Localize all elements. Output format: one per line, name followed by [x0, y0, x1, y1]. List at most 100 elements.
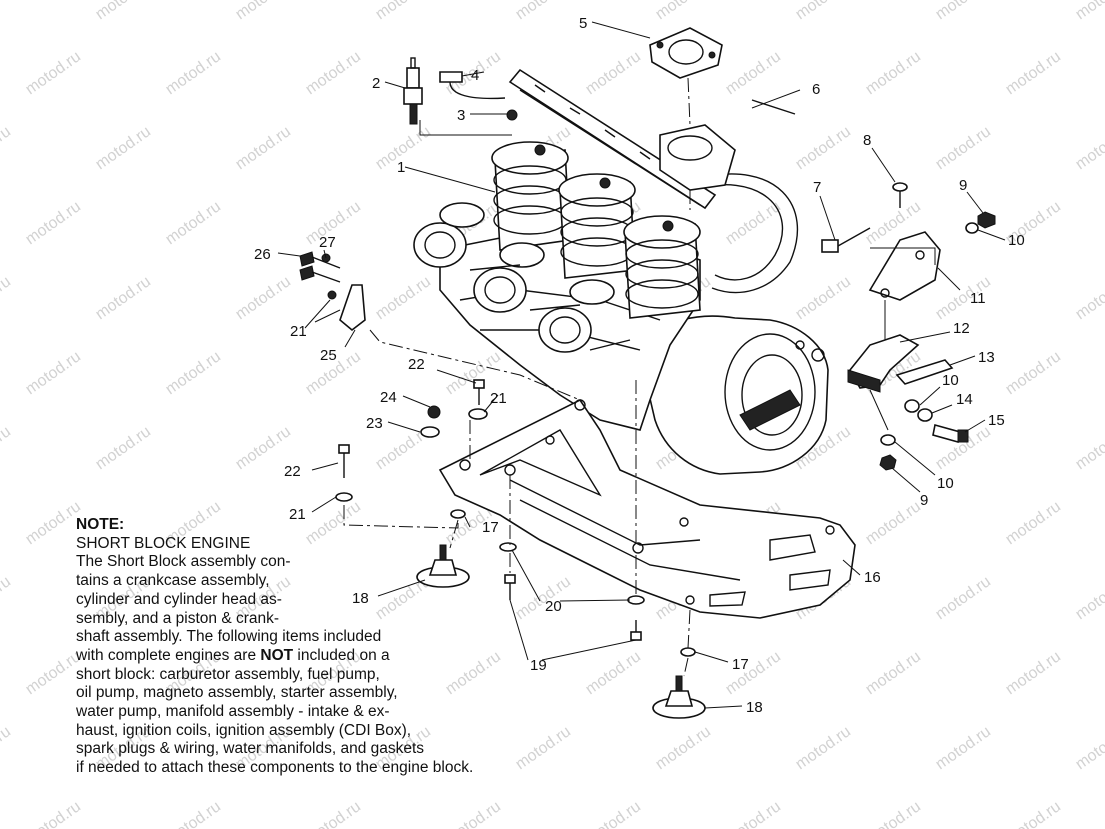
watermark-text: motod.ru — [23, 48, 84, 98]
watermark-text: motod.ru — [1073, 273, 1105, 323]
callout-15: 15 — [988, 412, 1005, 429]
watermark-text: motod.ru — [0, 573, 14, 623]
callout-1: 1 — [397, 159, 405, 176]
note-subtitle: SHORT BLOCK ENGINE — [76, 534, 251, 552]
mounting-plate — [438, 398, 856, 619]
note-line: with complete engines are NOT included o… — [76, 647, 566, 666]
note-line: shaft assembly. The following items incl… — [76, 628, 382, 646]
carburetor-set — [413, 202, 631, 353]
note-title: NOTE: — [76, 516, 125, 533]
watermark-text: motod.ru — [0, 723, 14, 773]
callout-23: 23 — [366, 415, 383, 432]
watermark-text: motod.ru — [1003, 348, 1064, 398]
watermark-text: motod.ru — [303, 798, 364, 829]
callout-4: 4 — [471, 67, 479, 84]
watermark-text: motod.ru — [723, 48, 784, 98]
watermark-text: motod.ru — [793, 123, 854, 173]
callout-5: 5 — [579, 15, 587, 32]
callout-14: 14 — [956, 391, 973, 408]
note-not-emphasis: NOT — [260, 646, 294, 664]
watermark-text: motod.ru — [793, 273, 854, 323]
callout-27: 27 — [319, 234, 336, 251]
callout-18: 18 — [352, 590, 369, 607]
engine-mount-bracket — [868, 231, 941, 301]
callout-labels: 5 6 2 4 3 1 7 8 9 10 11 12 13 10 14 15 1… — [254, 15, 1025, 716]
callout-21b: 21 — [490, 390, 507, 407]
callout-6: 6 — [812, 81, 820, 98]
watermark-text: motod.ru — [1003, 48, 1064, 98]
callout-17b: 17 — [732, 656, 749, 673]
watermark-text: motod.ru — [863, 798, 924, 829]
callout-9b: 9 — [920, 492, 928, 509]
watermark-text: motod.ru — [1003, 498, 1064, 548]
watermark-text: motod.ru — [163, 48, 224, 98]
note-line: tains a crankcase assembly, — [76, 572, 270, 590]
callout-26: 26 — [254, 246, 271, 263]
callout-17: 17 — [482, 519, 499, 536]
watermark-text: motod.ru — [163, 798, 224, 829]
watermark-text: motod.ru — [793, 723, 854, 773]
note-line: sembly, and a piston & crank- — [76, 609, 280, 627]
callout-10b: 10 — [942, 372, 959, 389]
callout-13: 13 — [978, 349, 995, 366]
watermark-text: motod.ru — [93, 273, 154, 323]
note-line: water pump, manifold assembly - intake &… — [76, 703, 390, 721]
watermark-text: motod.ru — [583, 48, 644, 98]
watermark-text: motod.ru — [1003, 648, 1064, 698]
watermark-text: motod.ru — [723, 798, 784, 829]
watermark-text: motod.ru — [373, 0, 434, 23]
note-line: haust, ignition coils, ignition assembly… — [76, 721, 412, 739]
watermark-text: motod.ru — [793, 0, 854, 23]
note-line-6-start: with complete engines are — [76, 646, 261, 664]
watermark-text: motod.ru — [23, 198, 84, 248]
callout-2: 2 — [372, 75, 380, 92]
watermark-text: motod.ru — [933, 0, 994, 23]
watermark-text: motod.ru — [0, 123, 14, 173]
note-line: short block: carburetor assembly, fuel p… — [76, 665, 380, 683]
cylinder-3 — [623, 215, 701, 319]
note-line: oil pump, magneto assembly, starter asse… — [76, 684, 398, 702]
watermark-text: motod.ru — [1073, 423, 1105, 473]
watermark-text: motod.ru — [93, 0, 154, 23]
callout-19: 19 — [530, 657, 547, 674]
watermark-text: motod.ru — [863, 648, 924, 698]
callout-22: 22 — [408, 356, 425, 373]
watermark-text: motod.ru — [163, 348, 224, 398]
watermark-text: motod.ru — [1003, 798, 1064, 829]
lower-mount-bracket — [849, 334, 920, 389]
note-line: The Short Block assembly con- — [76, 553, 291, 571]
cylinder-2 — [558, 173, 636, 279]
spark-plug — [403, 57, 423, 125]
watermark-text: motod.ru — [373, 273, 434, 323]
watermark-text: motod.ru — [23, 498, 84, 548]
watermark-text: motod.ru — [233, 273, 294, 323]
watermark-text: motod.ru — [0, 423, 14, 473]
note-line-6-end: included on a — [293, 646, 390, 664]
watermark-text: motod.ru — [933, 573, 994, 623]
watermark-text: motod.ru — [653, 723, 714, 773]
engine-assembly — [413, 68, 829, 475]
note-line: cylinder and cylinder head as- — [76, 590, 282, 608]
callout-10c: 10 — [937, 475, 954, 492]
callout-18b: 18 — [746, 699, 763, 716]
callout-10: 10 — [1008, 232, 1025, 249]
exhaust-gasket — [649, 27, 723, 79]
watermark-text: motod.ru — [653, 0, 714, 23]
watermark-text: motod.ru — [1073, 0, 1105, 23]
watermark-text: motod.ru — [443, 798, 504, 829]
callout-7: 7 — [813, 179, 821, 196]
watermark-text: motod.ru — [1073, 573, 1105, 623]
callout-20: 20 — [545, 598, 562, 615]
watermark-text: motod.ru — [23, 798, 84, 829]
leader-lines — [277, 21, 1006, 709]
callout-21: 21 — [290, 323, 307, 340]
watermark-text: motod.ru — [93, 123, 154, 173]
watermark-text: motod.ru — [233, 0, 294, 23]
callout-21c: 21 — [289, 506, 306, 523]
watermark-text: motod.ru — [23, 348, 84, 398]
rubber-mount-left — [416, 544, 470, 588]
watermark-text: motod.ru — [23, 648, 84, 698]
callout-16: 16 — [864, 569, 881, 586]
callout-3: 3 — [457, 107, 465, 124]
